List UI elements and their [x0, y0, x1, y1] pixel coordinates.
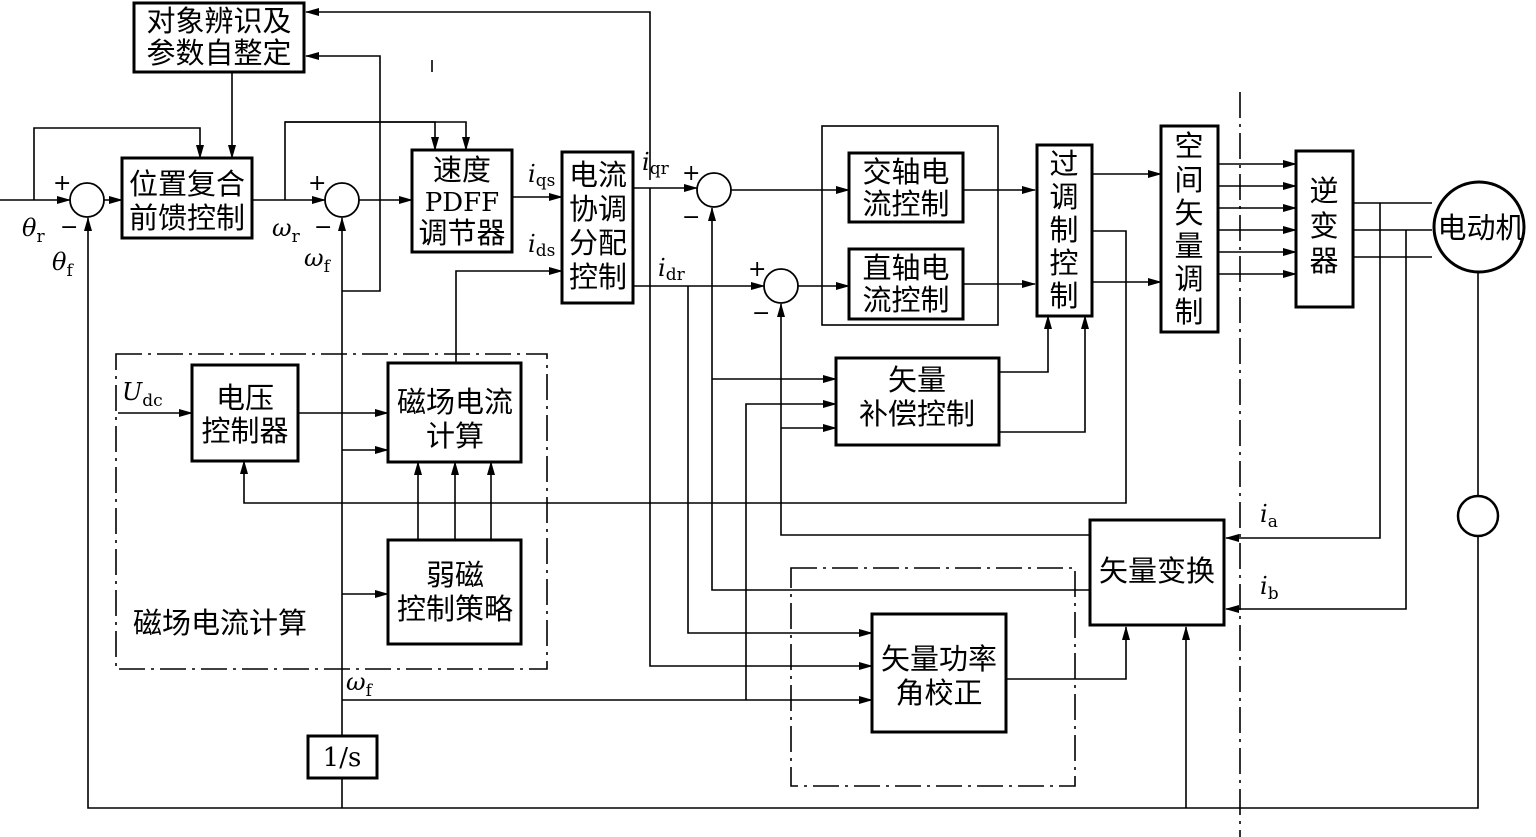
d-axis-current-line2: 流控制	[862, 283, 949, 317]
q-axis-current-line2: 流控制	[862, 187, 949, 221]
signal-labels: θr θf ωr ωf ωf iqs ids iqr idr Udc ia ib	[22, 148, 1279, 701]
flux-weakening-line2: 控制策略	[397, 592, 513, 626]
field-current-region	[115, 353, 548, 670]
object-identification-block	[132, 1, 306, 74]
d-axis-current-block	[847, 247, 965, 321]
omega-f-top-label: ωf	[304, 244, 332, 277]
speed-sum-junction	[324, 182, 360, 218]
inverter-line2: 变	[1309, 209, 1338, 243]
overmodulation-line2: 调	[1049, 180, 1078, 214]
current-coordination-line2: 协调	[569, 192, 627, 226]
q-current-sum-junction	[696, 172, 732, 208]
vector-transform-block	[1088, 518, 1226, 627]
sum2-minus-sign: −	[314, 215, 332, 240]
svm-line3: 矢	[1174, 196, 1203, 230]
sum3-minus-sign: −	[682, 205, 700, 230]
d-current-sum-junction	[763, 268, 799, 304]
current-coordination-line1: 电流	[569, 158, 627, 192]
voltage-controller-line2: 控制器	[201, 414, 288, 448]
svm-line5: 调	[1174, 262, 1203, 296]
q-axis-current-block	[847, 151, 965, 224]
speed-regulator-line2: PDFF	[425, 188, 499, 218]
overmodulation-line5: 制	[1049, 279, 1078, 313]
object-identification-line1: 对象辨识及	[146, 4, 291, 38]
svm-block	[1159, 124, 1220, 334]
blocks	[120, 1, 1526, 780]
svm-line6: 制	[1174, 295, 1203, 329]
overmodulation-line4: 控	[1049, 246, 1078, 280]
svm-line4: 量	[1174, 229, 1203, 263]
position-feedforward-line1: 位置复合	[129, 167, 245, 201]
position-feedforward-line2: 前馈控制	[129, 201, 245, 235]
omega-r-label: ωr	[272, 214, 301, 247]
overmodulation-block	[1035, 143, 1094, 318]
wiring	[0, 8, 1479, 809]
q-axis-current-line1: 交轴电	[862, 155, 949, 189]
sign-labels: + − + − + − + −	[53, 161, 770, 326]
sum4-minus-sign: −	[752, 301, 770, 326]
field-current-calc-line1: 磁场电流	[397, 385, 513, 419]
speed-regulator-line1: 速度	[433, 153, 491, 187]
power-angle-correction-block	[870, 612, 1008, 734]
flux-weakening-block	[386, 538, 523, 646]
voltage-controller-line1: 电压	[216, 381, 274, 415]
object-identification-line2: 参数自整定	[146, 36, 291, 70]
encoder-circle	[1456, 494, 1500, 538]
current-coordination-line4: 控制	[569, 260, 627, 294]
dashed-regions	[115, 92, 1241, 837]
summing-junctions	[69, 172, 799, 304]
integrator-block	[306, 734, 379, 780]
power-angle-correction-line1: 矢量功率	[881, 642, 997, 676]
i-qr-label: iqr	[642, 148, 670, 179]
block-labels: 对象辨识及 参数自整定 位置复合 前馈控制 速度 PDFF 调节器 电流 协调 …	[129, 4, 1525, 773]
vector-transform-label: 矢量变换	[1099, 554, 1215, 588]
vector-compensation-line1: 矢量	[888, 363, 946, 397]
vector-compensation-line2: 补偿控制	[859, 397, 975, 431]
sum2-plus-sign: +	[308, 171, 326, 196]
motor-label: 电动机	[1437, 211, 1524, 245]
sum1-minus-sign: −	[60, 215, 78, 240]
overmodulation-line3: 制	[1049, 213, 1078, 247]
flux-weakening-line1: 弱磁	[426, 558, 484, 592]
theta-r-label: θr	[22, 214, 45, 247]
position-sum-junction	[69, 182, 105, 218]
position-feedforward-block	[120, 156, 254, 240]
current-coordination-block	[560, 150, 635, 305]
i-b-label: ib	[1260, 572, 1279, 604]
inverter-line1: 逆	[1309, 174, 1338, 208]
theta-f-label: θf	[52, 248, 74, 281]
vector-compensation-block	[834, 356, 1001, 447]
sum4-plus-sign: +	[748, 257, 766, 282]
u-dc-label: Udc	[122, 378, 163, 411]
overmodulation-line1: 过	[1049, 147, 1078, 181]
i-ds-label: ids	[528, 230, 555, 261]
svm-line2: 间	[1174, 163, 1203, 197]
sum1-plus-sign: +	[53, 171, 71, 196]
i-dr-label: idr	[658, 254, 686, 285]
motor-circle	[1432, 180, 1526, 274]
correction-region	[790, 567, 1076, 787]
inverter-line3: 器	[1309, 244, 1338, 278]
integrator-label: 1/s	[323, 743, 362, 773]
voltage-controller-block	[190, 363, 300, 463]
i-a-label: ia	[1260, 500, 1278, 532]
d-axis-current-line1: 直轴电	[862, 251, 949, 285]
field-current-calc-block	[386, 361, 523, 464]
power-angle-correction-line2: 角校正	[895, 676, 982, 710]
svm-line1: 空	[1174, 129, 1203, 163]
current-coordination-line3: 分配	[569, 226, 627, 260]
sum3-plus-sign: +	[682, 161, 700, 186]
field-current-region-label: 磁场电流计算	[133, 606, 307, 640]
speed-regulator-block	[410, 148, 514, 254]
omega-f-bottom-label: ωf	[346, 668, 374, 701]
field-current-calc-line2: 计算	[426, 419, 484, 453]
i-qs-label: iqs	[528, 160, 555, 191]
inverter-block	[1294, 149, 1355, 309]
current-loop-region	[821, 125, 999, 326]
speed-regulator-line3: 调节器	[418, 216, 505, 250]
